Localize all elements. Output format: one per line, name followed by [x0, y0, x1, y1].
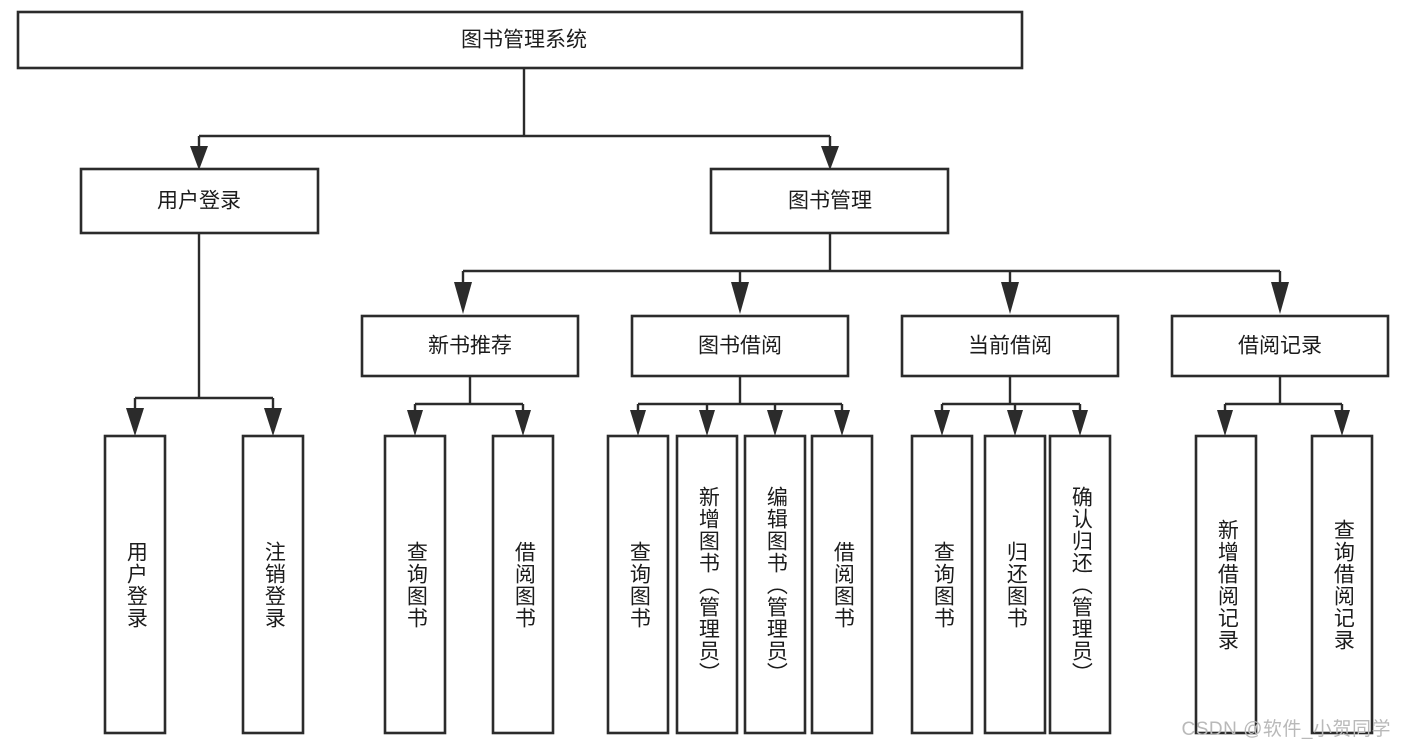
node-root-label: 图书管理系统 — [461, 29, 587, 52]
node-book-manage-label: 图书管理 — [788, 190, 872, 213]
leaf-user-login-2-box[interactable] — [241, 434, 305, 735]
watermark-text: CSDN @软件_小贺同学 — [1181, 719, 1391, 740]
leaf-new-book-1-box[interactable] — [383, 434, 447, 735]
arrow-leaf-borrow-4 — [834, 410, 850, 436]
arrow-leaf-user-1 — [126, 408, 144, 436]
node-current-borrow-box[interactable] — [900, 314, 1120, 378]
leaf-book-borrow-1-box[interactable] — [606, 434, 670, 735]
arrow-to-current-borrow — [1001, 282, 1019, 314]
node-user-login-label: 用户登录 — [157, 190, 241, 213]
arrow-leaf-current-3 — [1072, 410, 1088, 436]
leaf-borrow-record-1-box[interactable] — [1194, 434, 1258, 735]
arrow-leaf-record-2 — [1334, 410, 1350, 436]
arrow-to-user-login — [190, 146, 208, 170]
leaf-book-borrow-4-box[interactable] — [810, 434, 874, 735]
arrow-leaf-current-2 — [1007, 410, 1023, 436]
node-user-login-box[interactable] — [79, 167, 320, 235]
node-current-borrow-label: 当前借阅 — [968, 335, 1052, 358]
arrow-to-book-manage — [821, 146, 839, 170]
arrow-leaf-record-1 — [1217, 410, 1233, 436]
leaf-book-borrow-3-box[interactable] — [743, 434, 807, 735]
arrow-leaf-current-1 — [934, 410, 950, 436]
node-book-borrow-box[interactable] — [630, 314, 850, 378]
arrow-to-new-book — [454, 282, 472, 314]
node-root-box[interactable] — [16, 10, 1024, 70]
leaf-new-book-2-box[interactable] — [491, 434, 555, 735]
leaf-user-login-1-box[interactable] — [103, 434, 167, 735]
leaf-current-borrow-3-box[interactable] — [1048, 434, 1112, 735]
node-book-borrow-label: 图书借阅 — [698, 335, 782, 358]
node-borrow-record-label: 借阅记录 — [1238, 335, 1322, 358]
arrow-leaf-borrow-2 — [699, 410, 715, 436]
node-book-manage-box[interactable] — [709, 167, 950, 235]
arrow-leaf-borrow-1 — [630, 410, 646, 436]
node-borrow-record-box[interactable] — [1170, 314, 1390, 378]
leaf-borrow-record-2-box[interactable] — [1310, 434, 1374, 735]
node-layer: 图书管理系统 用户登录 图书管理 新书推荐 图书借阅 当前借阅 借阅记录 — [16, 10, 1390, 735]
leaf-book-borrow-2-box[interactable] — [675, 434, 739, 735]
node-new-book-box[interactable] — [360, 314, 580, 378]
leaf-current-borrow-2-box[interactable] — [983, 434, 1047, 735]
connector-layer — [126, 68, 1350, 436]
node-new-book-label: 新书推荐 — [428, 335, 512, 358]
arrow-leaf-newbook-2 — [515, 410, 531, 436]
leaf-current-borrow-1-box[interactable] — [910, 434, 974, 735]
arrow-to-borrow-record — [1271, 282, 1289, 314]
arrow-leaf-user-2 — [264, 408, 282, 436]
arrow-to-book-borrow — [731, 282, 749, 314]
arrow-leaf-borrow-3 — [767, 410, 783, 436]
arrow-leaf-newbook-1 — [407, 410, 423, 436]
